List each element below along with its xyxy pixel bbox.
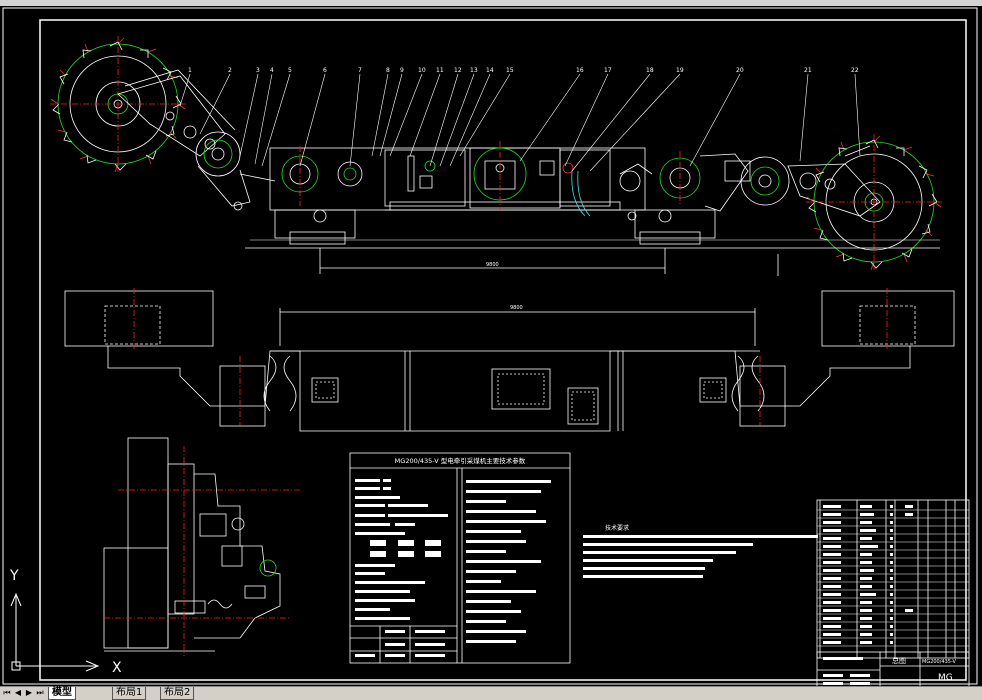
part-number: 4 [270, 67, 274, 74]
part-number: 12 [454, 67, 462, 74]
outer-frame [2, 7, 978, 685]
title-block-model: MG200/435-V [922, 659, 956, 665]
dimension-text: 9800 [510, 305, 523, 311]
window-top-strip [0, 0, 982, 6]
shearer-elevation-view [50, 36, 942, 276]
part-number: 10 [418, 67, 426, 74]
technical-parameters-table [349, 452, 571, 664]
drawing-frame [39, 19, 967, 681]
part-number-labels: 1 2 3 4 5 6 7 8 9 10 11 12 13 14 15 16 1… [188, 67, 859, 74]
part-number: 21 [804, 67, 812, 74]
part-number: 19 [676, 67, 684, 74]
right-cutting-drum [806, 134, 942, 271]
dimension-text: 9800 [486, 262, 499, 268]
params-table-rows [355, 479, 551, 657]
part-number: 13 [470, 67, 478, 74]
tab-layout1[interactable]: 布局1 [112, 687, 147, 700]
title-block-name: 总图 [892, 656, 906, 665]
bom-rows [823, 505, 913, 685]
shearer-plan-view [64, 288, 955, 432]
title-block-code: MG [938, 673, 953, 683]
part-number: 18 [646, 67, 654, 74]
part-number: 6 [323, 67, 327, 74]
left-cutting-drum [50, 36, 186, 173]
end-section-view [103, 437, 300, 656]
part-number: 17 [604, 67, 612, 74]
prev-tab-icon[interactable]: ◀ [14, 688, 22, 697]
bom-and-title-block [816, 499, 970, 693]
technical-notes-lines [583, 535, 818, 578]
part-number: 20 [736, 67, 744, 74]
cad-drawing[interactable]: 1 2 3 4 5 6 7 8 9 10 11 12 13 14 15 16 1… [0, 6, 982, 693]
part-number: 1 [188, 67, 192, 74]
layout-tab-bar: ⏮ ◀ ▶ ⏭ 模型 布局1 布局2 [0, 686, 982, 700]
ucs-icon [10, 592, 100, 672]
part-number: 11 [436, 67, 444, 74]
part-number: 15 [506, 67, 514, 74]
part-number: 2 [228, 67, 232, 74]
first-tab-icon[interactable]: ⏮ [3, 688, 11, 697]
notes-title: 技术要求 [605, 524, 629, 532]
cad-model-space[interactable]: 1 2 3 4 5 6 7 8 9 10 11 12 13 14 15 16 1… [0, 6, 982, 693]
next-tab-icon[interactable]: ▶ [25, 688, 33, 697]
tab-layout2[interactable]: 布局2 [160, 687, 195, 700]
part-number: 3 [256, 67, 260, 74]
ucs-y-label: Y [9, 568, 19, 584]
part-number: 22 [851, 67, 859, 74]
part-number: 7 [358, 67, 362, 74]
part-number: 16 [576, 67, 584, 74]
part-number: 14 [486, 67, 494, 74]
ucs-x-label: X [112, 660, 122, 676]
last-tab-icon[interactable]: ⏭ [36, 688, 44, 697]
toolbar-segment[interactable] [800, 0, 982, 6]
part-number: 9 [400, 67, 404, 74]
part-number: 8 [386, 67, 390, 74]
params-table-title: MG200/435-V 型电牵引采煤机主要技术参数 [395, 456, 526, 465]
part-number: 5 [288, 67, 292, 74]
tab-model[interactable]: 模型 [48, 687, 76, 700]
